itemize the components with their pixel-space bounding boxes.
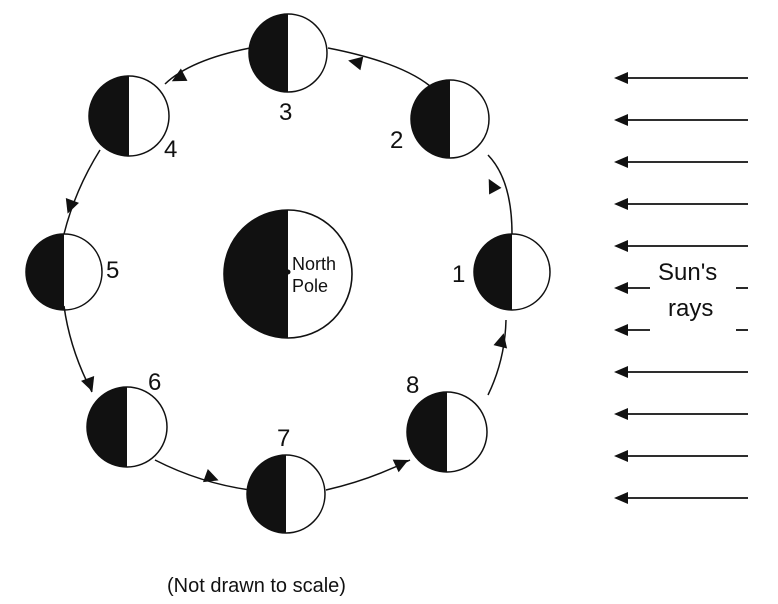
moon-3 — [248, 13, 328, 93]
moon-2-dark-half — [411, 80, 450, 158]
scale-caption: (Not drawn to scale) — [167, 575, 346, 597]
earth: North Pole — [223, 209, 353, 339]
moon-label-5: 5 — [106, 257, 119, 284]
sun-ray-arrow — [614, 282, 748, 294]
moon-1-outline — [473, 233, 551, 311]
sun-ray-arrowhead — [614, 282, 628, 294]
moon-3-dark-half — [249, 14, 288, 92]
moon-6-dark-half — [87, 387, 127, 467]
moon-5-dark-half — [26, 234, 64, 310]
sun-ray-arrowhead — [614, 240, 628, 252]
moon-2 — [410, 79, 490, 159]
orbit-arrow-2-to-3 — [348, 56, 364, 71]
orbit-arrow-7-to-8 — [392, 459, 409, 473]
sun-ray-arrow — [614, 450, 748, 462]
sun-ray-arrowhead — [614, 408, 628, 420]
moon-label-1: 1 — [452, 261, 465, 288]
sun-ray-arrowhead — [614, 72, 628, 84]
moon-6 — [86, 386, 168, 468]
sun-label-line2: rays — [668, 295, 713, 322]
moon-7-outline — [246, 454, 326, 534]
sun-ray-arrowhead — [614, 366, 628, 378]
moon-8 — [406, 391, 488, 473]
sun-ray-arrow — [614, 366, 748, 378]
sun-ray-arrow — [614, 324, 748, 336]
moon-5 — [25, 233, 103, 311]
moon-8-dark-half — [407, 392, 447, 472]
sun-ray-arrowhead — [614, 324, 628, 336]
orbit-arrow-8-to-1 — [493, 333, 508, 349]
moon-4 — [88, 75, 170, 157]
moon-7-dark-half — [247, 455, 286, 533]
orbit-segment-8-1 — [487, 319, 507, 396]
moon-label-7: 7 — [277, 425, 290, 452]
sun-ray-arrow — [614, 156, 748, 168]
sun-ray-arrow — [614, 114, 748, 126]
sun-ray-arrow — [614, 408, 748, 420]
moon-label-3: 3 — [279, 99, 292, 126]
moon-5-outline — [25, 233, 103, 311]
sun-ray-arrow — [614, 72, 748, 84]
moon-orbit — [63, 47, 513, 491]
orbit-segment-4-5 — [63, 149, 101, 235]
sun-ray-arrowhead — [614, 198, 628, 210]
moon-position-labels: 1 2 3 4 5 6 7 8 — [106, 99, 465, 452]
sun-ray-arrow — [614, 240, 748, 252]
orbit-segment-1-2 — [487, 154, 513, 235]
moon-6-outline — [86, 386, 168, 468]
orbit-segment-2-3 — [327, 47, 431, 87]
orbit-direction-arrows — [65, 56, 508, 483]
orbit-arrow-6-to-7 — [203, 469, 219, 483]
orbit-segment-6-7 — [154, 459, 251, 491]
moon-4-outline — [88, 75, 170, 157]
moon-label-6: 6 — [148, 369, 161, 396]
sun-ray-arrow — [614, 492, 748, 504]
sun-ray-arrow — [614, 198, 748, 210]
earth-outline — [223, 209, 353, 339]
moon-3-outline — [248, 13, 328, 93]
earth-night-side — [224, 210, 288, 338]
sun-label-line1: Sun's — [658, 259, 717, 286]
moon-label-4: 4 — [164, 136, 177, 163]
orbit-arrow-3-to-4 — [171, 68, 188, 82]
moon-8-outline — [406, 391, 488, 473]
sun-ray-arrowhead — [614, 450, 628, 462]
moon-label-2: 2 — [390, 127, 403, 154]
north-pole-label-line1: North — [292, 254, 336, 274]
orbit-arrow-1-to-2 — [488, 178, 502, 195]
north-pole-dot — [285, 269, 291, 275]
orbit-segment-3-4 — [164, 47, 251, 85]
sun-ray-arrowhead — [614, 156, 628, 168]
moon-4-dark-half — [89, 76, 129, 156]
moon-7 — [246, 454, 326, 534]
north-pole-label-line2: Pole — [292, 276, 328, 296]
sun-ray-arrowhead — [614, 492, 628, 504]
moon-1-dark-half — [474, 234, 512, 310]
moon-1 — [473, 233, 551, 311]
moon-2-outline — [410, 79, 490, 159]
moon-label-8: 8 — [406, 372, 419, 399]
orbit-arrow-4-to-5 — [65, 198, 79, 214]
orbit-arrow-5-to-6 — [81, 376, 95, 392]
sun-ray-arrowhead — [614, 114, 628, 126]
sun-rays — [614, 72, 748, 504]
